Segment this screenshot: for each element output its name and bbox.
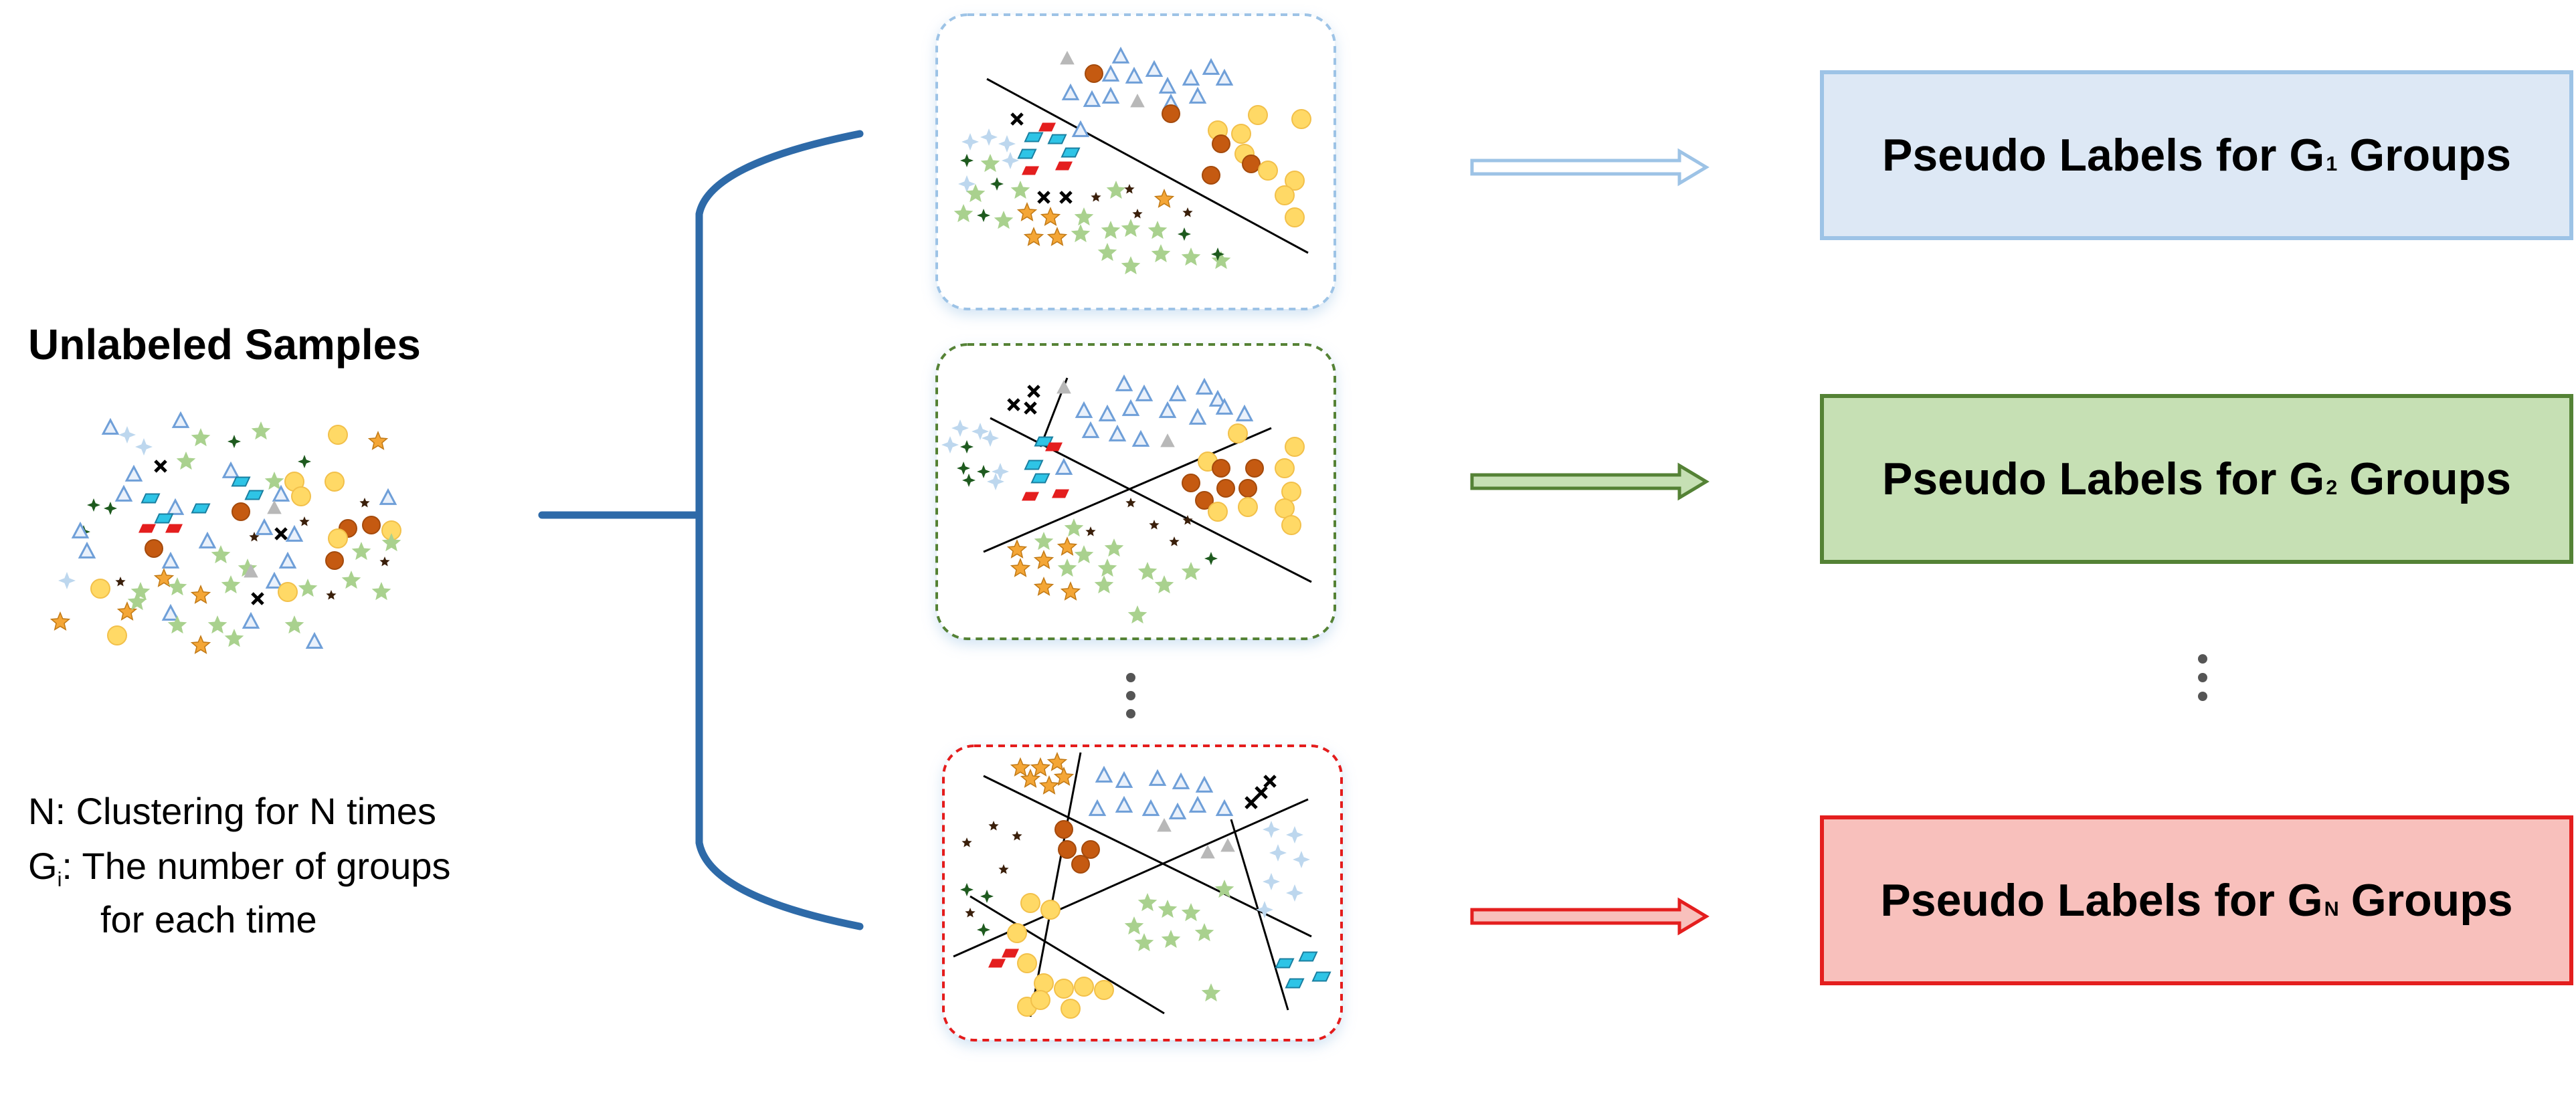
legend-n-desc: : Clustering for N times (55, 790, 436, 832)
label-ellipsis (2198, 654, 2207, 701)
clustering-panel-3 (942, 744, 1343, 1041)
panel-ellipsis (1126, 673, 1135, 718)
label-box-2-bg (1820, 394, 2573, 564)
unlabeled-samples-title: Unlabeled Samples (28, 320, 421, 369)
legend-n-term: N (28, 790, 56, 832)
partition-lines-1 (986, 78, 1309, 254)
legend-n: N: Clustering for N times (28, 789, 577, 833)
arrow-1 (1470, 148, 1710, 187)
arrow-2 (1470, 462, 1710, 501)
label-box-3-bg (1820, 815, 2573, 985)
split-bracket (538, 130, 864, 930)
legend-g-desc-2: for each time (100, 898, 317, 940)
legend-g-term: Gi (28, 845, 62, 891)
legend-g: Gi: The number of groups (28, 844, 577, 891)
arrow-3 (1470, 897, 1710, 936)
sample-markers (50, 46, 1331, 1019)
legend-g-desc-1: : The number of groups (62, 845, 451, 887)
label-box-1-bg (1820, 70, 2573, 240)
